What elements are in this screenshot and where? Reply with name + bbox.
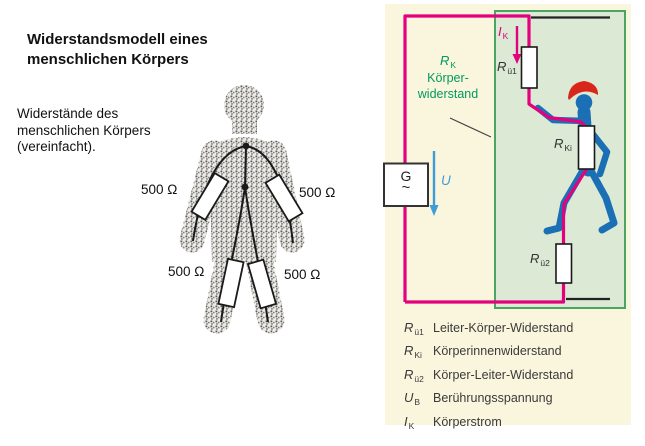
figure-caption: Widerstände des menschlichen Körpers (ve… [17,106,151,154]
label-pointer-line [449,117,492,138]
hip-node-dot [241,183,249,191]
hard-hat-icon [568,81,598,100]
generator-symbol-box [383,162,429,207]
voltage-label: U [441,173,451,188]
r-u1-label: Rü1 [497,59,517,76]
legend-row: Rü1 Leiter-Körper-Widerstand [404,320,574,337]
legend-row: Rü2 Körper-Leiter-Widerstand [404,366,574,384]
legend-row: RKi Körperinnenwiderstand [404,343,562,361]
chest-node-dot [242,142,250,150]
legend-row: UB Berührungsspannung [404,390,553,408]
current-arrow [512,26,522,64]
body-resistance-label: RK Körper- widerstand [417,53,479,101]
r-u2-label: Rü2 [530,251,550,268]
current-label: IK [498,24,509,41]
resistor-value-leg-left: 500 Ω [168,264,205,279]
circuit-resistor-symbols [520,46,596,284]
body-resistor-symbols [190,171,304,310]
r-ki-label: RKi [554,136,572,153]
resistor-value-leg-right: 500 Ω [284,267,321,282]
legend: Rü1 Leiter-Körper-Widerstand RKi Körperi… [404,320,573,437]
resistor-value-arm-right: 500 Ω [299,185,336,200]
page-title: Widerstandsmodell eines menschlichen Kör… [27,31,208,68]
generator-label: G ~ [400,168,412,196]
legend-row: IK Körperstrom [404,413,502,431]
resistor-value-arm-left: 500 Ω [141,182,178,197]
voltage-arrow [429,151,439,216]
